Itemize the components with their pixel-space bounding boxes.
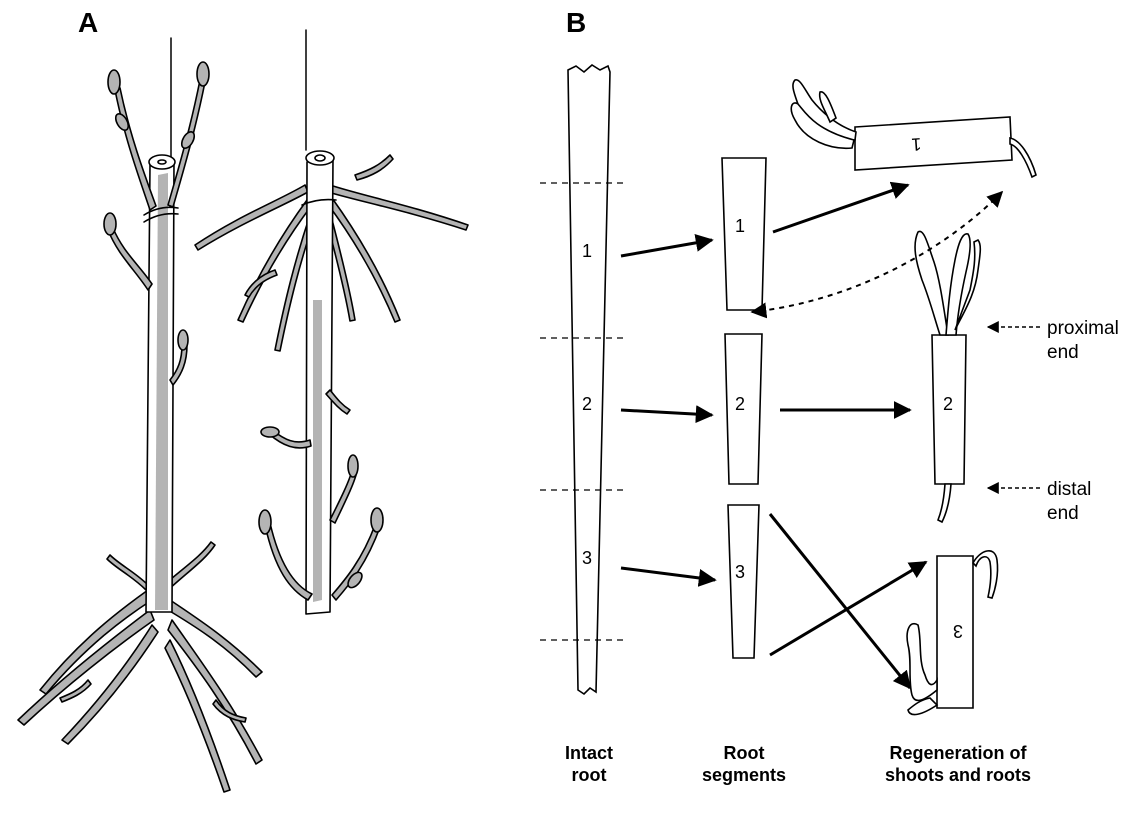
regenerated-segment-3 bbox=[907, 551, 997, 715]
panel-b-label: B bbox=[566, 7, 586, 38]
arrows-to-regeneration bbox=[770, 185, 926, 688]
arrows-to-segments bbox=[621, 240, 715, 580]
root-segment-1-number: 1 bbox=[735, 216, 745, 236]
segment-1-shoots bbox=[791, 80, 856, 148]
panel-a-illustration bbox=[18, 30, 468, 792]
caption-intact-line1: Intact bbox=[565, 743, 613, 763]
caption-segments-line1: Root bbox=[724, 743, 765, 763]
intact-segment-1-number: 1 bbox=[582, 241, 592, 261]
intact-root bbox=[568, 65, 610, 694]
proximal-label-line1: proximal bbox=[1047, 318, 1119, 339]
captions: Intact root Root segments Regeneration o… bbox=[565, 743, 1031, 785]
root-segment-3-number: 3 bbox=[735, 562, 745, 582]
distal-label-line2: end bbox=[1047, 503, 1079, 524]
intact-segment-2-number: 2 bbox=[582, 394, 592, 414]
right-root-cutting bbox=[195, 151, 468, 614]
panel-a-label: A bbox=[78, 7, 98, 38]
distal-label-line1: distal bbox=[1047, 479, 1091, 500]
caption-intact-line2: root bbox=[572, 765, 607, 785]
left-root-cutting bbox=[18, 62, 262, 792]
caption-segments-line2: segments bbox=[702, 765, 786, 785]
proximal-label-line2: end bbox=[1047, 342, 1079, 363]
regenerated-segment-1-number: 1 bbox=[911, 134, 922, 155]
end-label-arrows bbox=[988, 327, 1040, 488]
regenerated-segment-1 bbox=[791, 80, 1036, 177]
regenerated-segment-3-number: 3 bbox=[953, 621, 963, 641]
segment-3-root bbox=[973, 551, 998, 598]
intact-segment-3-number: 3 bbox=[582, 548, 592, 568]
segment-2-root bbox=[938, 484, 951, 522]
left-bottom-roots bbox=[18, 542, 262, 792]
caption-regeneration-line2: shoots and roots bbox=[885, 765, 1031, 785]
segment-2-shoots bbox=[915, 231, 980, 335]
segment-1-root bbox=[1010, 138, 1036, 177]
regenerated-segment-2-number: 2 bbox=[943, 394, 953, 414]
regenerated-segment-2 bbox=[915, 231, 980, 522]
caption-regeneration-line1: Regeneration of bbox=[889, 743, 1027, 763]
intact-root-outline bbox=[568, 65, 610, 694]
root-segment-2-number: 2 bbox=[735, 394, 745, 414]
segment-3-shoots bbox=[907, 624, 937, 715]
